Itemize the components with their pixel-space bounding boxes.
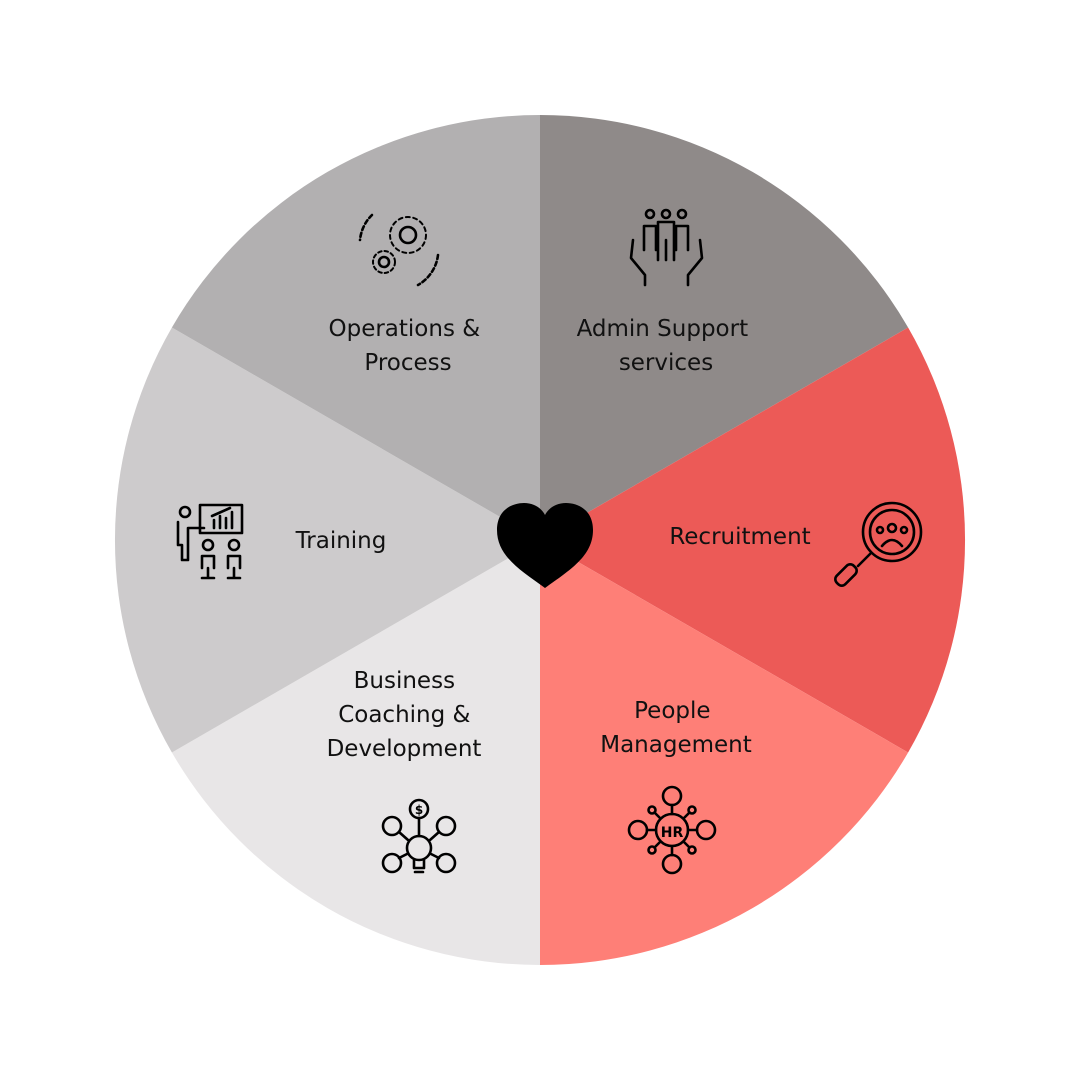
label-admin: Admin Support services xyxy=(577,316,756,376)
slice-business xyxy=(171,540,540,965)
wheel-slices xyxy=(114,115,966,965)
label-training: Training xyxy=(295,528,387,554)
label-operations: Operations & Process xyxy=(328,316,487,376)
lightbulb-network-icon: $ xyxy=(381,798,457,874)
slice-people xyxy=(540,540,909,965)
slice-admin xyxy=(540,115,909,540)
slice-training xyxy=(114,327,541,753)
hands-people-icon xyxy=(629,208,704,287)
presentation-icon xyxy=(176,503,244,580)
label-recruitment: Recruitment xyxy=(669,524,810,550)
hr-network-icon: HR xyxy=(627,785,717,875)
magnifier-people-icon xyxy=(834,501,923,587)
slice-operations xyxy=(171,115,540,540)
heart-icon xyxy=(497,503,593,588)
slice-recruitment xyxy=(540,327,966,753)
gears-icon xyxy=(358,213,440,287)
svg-text:$: $ xyxy=(415,803,423,817)
label-people: People Management xyxy=(600,698,752,758)
hr-icon-text: HR xyxy=(661,825,684,841)
label-business: Business Coaching & Development xyxy=(327,668,482,762)
